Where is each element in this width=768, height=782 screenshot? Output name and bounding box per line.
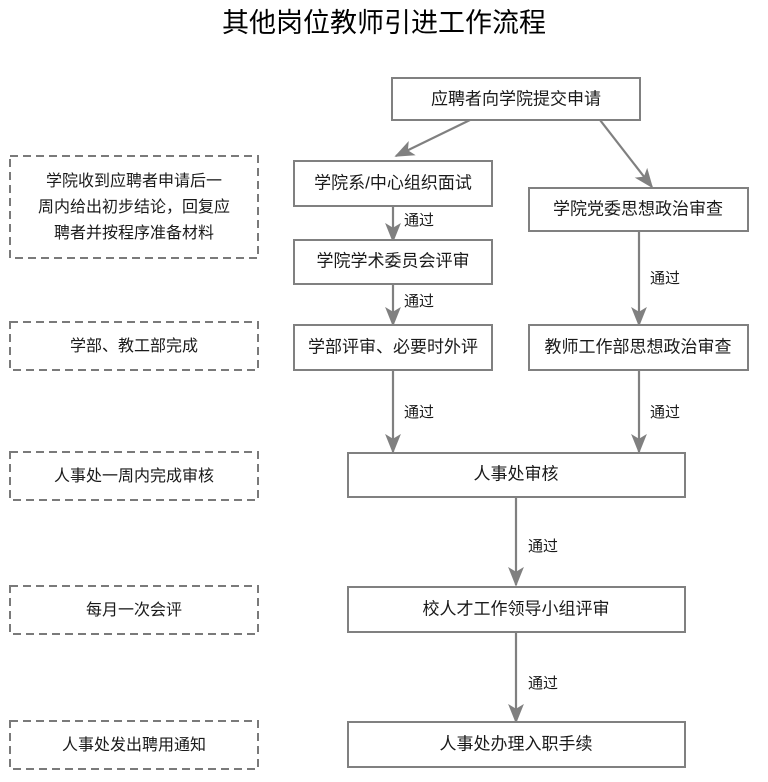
page-title: 其他岗位教师引进工作流程 [222,8,546,38]
node-academic-committee[interactable]: 学院学术委员会评审 [293,239,493,285]
node-teacher-dept-check[interactable]: 教师工作部思想政治审查 [528,324,749,371]
node-start-box[interactable] [391,77,641,121]
note-hr-offer-notice-box [9,720,259,770]
note-hr-one-week-box [9,451,259,501]
note-college-conclusion-line-2: 周内给出初步结论，回复应 [38,197,230,216]
edge-label-party-teacherdept: 通过 [650,270,680,287]
note-faculty-dept-complete-label: 学部、教工部完成 [70,337,198,355]
node-start[interactable]: 应聘者向学院提交申请 [391,77,641,121]
note-college-conclusion-line-3: 聘者并按程序准备材料 [54,224,214,242]
note-monthly-review-box [9,585,259,635]
node-hr-review-label: 人事处审核 [474,464,559,483]
node-party-check-label: 学院党委思想政治审查 [553,199,723,218]
edge-label-hr-talent: 通过 [528,538,558,555]
node-talent-group-label: 校人才工作领导小组评审 [423,599,610,618]
node-party-check-box[interactable] [528,187,749,232]
note-hr-one-week: 人事处一周内完成审核 [9,451,259,501]
node-hr-review[interactable]: 人事处审核 [347,452,686,498]
node-faculty-review-label: 学部评审、必要时外评 [308,337,478,356]
node-teacher-dept-check-label: 教师工作部思想政治审查 [545,337,732,356]
node-interview-box[interactable] [293,160,493,207]
node-academic-committee-label: 学院学术委员会评审 [317,251,470,270]
node-teacher-dept-check-box[interactable] [528,324,749,371]
node-talent-group[interactable]: 校人才工作领导小组评审 [347,586,686,633]
note-hr-offer-notice-label: 人事处发出聘用通知 [62,736,206,754]
node-interview-label: 学院系/中心组织面试 [314,173,472,192]
edge-label-interview-academic: 通过 [404,212,434,229]
node-hr-review-box[interactable] [347,452,686,498]
note-faculty-dept-complete-box [9,321,259,371]
edge-label-faculty-hr: 通过 [404,404,434,421]
note-college-conclusion-box [9,155,259,259]
node-talent-group-box[interactable] [347,586,686,633]
note-college-conclusion: 学院收到应聘者申请后一 周内给出初步结论，回复应 聘者并按程序准备材料 [9,155,259,259]
note-college-conclusion-line-1: 学院收到应聘者申请后一 [46,171,222,190]
node-onboarding-box[interactable] [347,721,686,768]
node-party-check[interactable]: 学院党委思想政治审查 [528,187,749,232]
node-start-label: 应聘者向学院提交申请 [431,89,601,108]
edge-start-to-party-check [599,119,654,189]
note-hr-one-week-label: 人事处一周内完成审核 [54,467,214,485]
node-onboarding-label: 人事处办理入职手续 [440,734,593,753]
note-monthly-review-label: 每月一次会评 [86,601,182,619]
edge-label-academic-faculty: 通过 [404,293,434,310]
node-faculty-review[interactable]: 学部评审、必要时外评 [293,324,493,371]
note-hr-offer-notice: 人事处发出聘用通知 [9,720,259,770]
node-faculty-review-box[interactable] [293,324,493,371]
edge-label-talent-onboarding: 通过 [528,675,558,692]
note-monthly-review: 每月一次会评 [9,585,259,635]
node-onboarding[interactable]: 人事处办理入职手续 [347,721,686,768]
node-academic-committee-box[interactable] [293,239,493,285]
note-faculty-dept-complete: 学部、教工部完成 [9,321,259,371]
edge-start-to-interview [394,119,471,157]
node-interview[interactable]: 学院系/中心组织面试 [293,160,493,207]
edge-label-teacherdept-hr: 通过 [650,404,680,421]
